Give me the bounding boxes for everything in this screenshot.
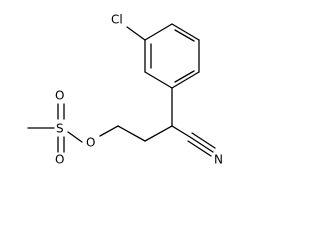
ester-oxygen-to-sulfur-bond [67,131,83,143]
sulfonyl-double-bond-bottom [57,136,65,153]
methine-to-ch2-bond [144,125,173,142]
ring-bond-4 [171,23,200,41]
chlorine-label: Cl [111,13,123,27]
nitrile-nitrogen-label: N [214,153,223,167]
ring-bond-1 [144,71,173,89]
methine-to-nitrile-carbon-bond [171,125,191,138]
ring-bond-6 [171,71,200,89]
ring-double-bond-top [174,29,195,42]
sulfur-label: S [56,122,64,136]
ch2-to-ester-oxygen-bond [99,125,119,137]
ester-oxygen-label: O [86,136,95,150]
nitrile-triple-bond [187,132,216,157]
sulfonyl-oxygen-bottom-label: O [55,153,64,167]
chloro-bond [126,26,146,41]
benzene-ring [144,23,200,89]
molecule-structure: Cl O S O O N [27,13,223,167]
sulfonyl-oxygen-top-label: O [55,89,64,103]
ring-bond-3 [144,23,173,41]
ch2-to-ch2-bond [117,125,146,142]
sulfonyl-double-bond-top [57,103,65,120]
ring-double-bond-bottom [174,70,195,83]
